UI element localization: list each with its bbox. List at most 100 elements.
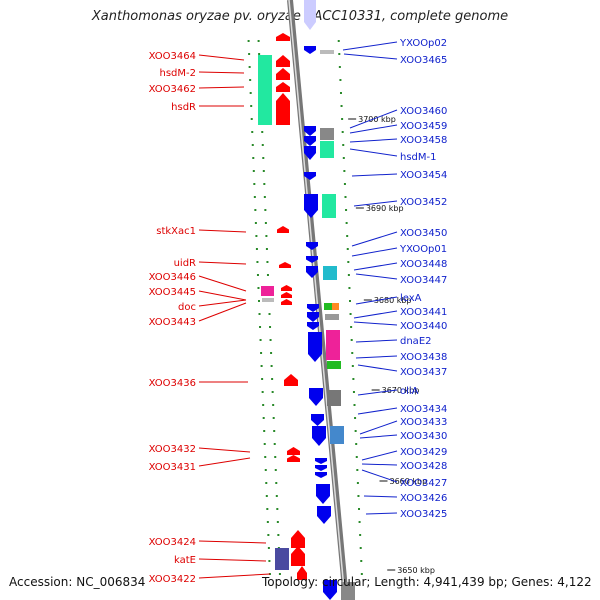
dot-mark [258, 300, 260, 302]
right-label[interactable]: lexA [400, 293, 422, 304]
right-label[interactable]: dnaE2 [400, 336, 432, 347]
left-label[interactable]: XOO3422 [149, 574, 196, 585]
gene-arrow[interactable] [309, 388, 323, 406]
gene-arrow[interactable] [281, 299, 292, 305]
gene-arrow[interactable] [315, 465, 327, 471]
right-label[interactable]: XOO3426 [400, 493, 447, 504]
gene-arrow[interactable] [317, 506, 331, 524]
right-label[interactable]: XOO3447 [400, 275, 447, 286]
left-label[interactable]: uidR [174, 258, 196, 269]
gene-arrow[interactable] [315, 458, 327, 464]
right-label[interactable]: XOO3437 [400, 367, 447, 378]
left-label[interactable]: doc [178, 302, 196, 313]
gene-arrow[interactable] [276, 55, 290, 67]
right-label[interactable]: XOO3427 [400, 478, 447, 489]
gene-arrow[interactable] [276, 68, 290, 80]
right-label[interactable]: hsdM-1 [400, 152, 437, 163]
gene-arrow[interactable] [304, 126, 316, 136]
block-xoo3465 [320, 50, 334, 54]
left-label[interactable]: XOO3424 [149, 537, 196, 548]
dot-mark [359, 547, 362, 549]
left-label[interactable]: XOO3443 [149, 317, 196, 328]
gene-arrow[interactable] [304, 46, 316, 54]
dot-mark [346, 235, 349, 237]
right-label[interactable]: YXOOp01 [399, 244, 447, 255]
right-label[interactable]: XOO3454 [400, 170, 447, 181]
dot-mark [341, 131, 344, 133]
right-label[interactable]: XOO3459 [400, 121, 447, 132]
gene-arrow[interactable] [315, 472, 327, 478]
dot-mark [356, 482, 359, 484]
right-label[interactable]: XOO3429 [400, 447, 447, 458]
gene-arrow[interactable] [287, 447, 300, 455]
gene-arrow[interactable] [312, 426, 326, 446]
left-label[interactable]: stkXac1 [156, 226, 196, 237]
right-label[interactable]: XOO3430 [400, 431, 447, 442]
dot-mark [338, 53, 341, 55]
gene-arrow[interactable] [279, 262, 291, 268]
topology-text: Topology: circular; Length: 4,941,439 bp… [262, 575, 592, 589]
left-label[interactable]: XOO3445 [149, 287, 196, 298]
dot-mark [254, 209, 257, 211]
gene-arrow[interactable] [304, 194, 318, 218]
gene-arrow[interactable] [284, 374, 298, 386]
dot-mark [249, 92, 252, 94]
gene-arrow[interactable] [311, 414, 324, 426]
right-label[interactable]: XOO3434 [400, 404, 447, 415]
left-label[interactable]: XOO3446 [149, 272, 196, 283]
left-label[interactable]: XOO3431 [149, 462, 196, 473]
gene-arrow[interactable] [297, 566, 307, 580]
callout-line [359, 420, 398, 435]
gene-arrow-light[interactable] [304, 0, 316, 30]
gene-arrow[interactable] [304, 136, 316, 146]
gene-arrow[interactable] [308, 332, 322, 362]
gene-arrow[interactable] [276, 82, 290, 92]
gene-arrow[interactable] [277, 226, 289, 233]
right-label[interactable]: oliA [400, 386, 419, 397]
right-label[interactable]: XOO3465 [400, 55, 447, 66]
right-label[interactable]: XOO3460 [400, 106, 447, 117]
right-label[interactable]: XOO3448 [400, 259, 447, 270]
gene-arrow[interactable] [276, 93, 290, 125]
dot-mark [276, 521, 279, 523]
gene-arrow[interactable] [307, 304, 319, 312]
callout-line [361, 469, 398, 483]
right-label[interactable]: XOO3433 [400, 417, 447, 428]
left-label[interactable]: XOO3464 [149, 51, 196, 62]
left-label[interactable]: XOO3432 [149, 444, 196, 455]
right-label[interactable]: XOO3428 [400, 461, 447, 472]
gene-arrow[interactable] [307, 322, 319, 330]
left-label[interactable]: hsdR [171, 102, 196, 113]
right-label[interactable]: XOO3458 [400, 135, 447, 146]
right-label[interactable]: XOO3450 [400, 228, 447, 239]
gene-arrow[interactable] [323, 580, 337, 600]
scale-tick-label: 3680 kbp [374, 296, 412, 305]
left-label[interactable]: katE [174, 555, 196, 566]
right-label[interactable]: XOO3440 [400, 321, 447, 332]
gene-arrow[interactable] [306, 266, 318, 278]
gene-arrow[interactable] [304, 146, 316, 160]
gene-arrow[interactable] [304, 172, 316, 180]
right-label[interactable]: XOO3438 [400, 352, 447, 363]
dot-mark [277, 534, 280, 536]
gene-arrow[interactable] [287, 455, 300, 462]
gene-arrow[interactable] [291, 530, 305, 548]
block-xoo3452 [322, 194, 336, 218]
left-label[interactable]: XOO3436 [149, 378, 196, 389]
gene-arrow[interactable] [291, 546, 305, 566]
right-label[interactable]: XOO3425 [400, 509, 447, 520]
gene-arrow[interactable] [307, 312, 319, 322]
gene-arrow[interactable] [316, 484, 330, 504]
right-label[interactable]: XOO3441 [400, 307, 447, 318]
gene-arrow[interactable] [281, 285, 292, 291]
right-label[interactable]: YXOOp02 [399, 38, 447, 49]
right-label[interactable]: XOO3452 [400, 197, 447, 208]
gene-arrow[interactable] [306, 242, 318, 250]
left-label[interactable]: XOO3462 [149, 84, 196, 95]
gene-arrow[interactable] [276, 33, 290, 41]
left-label[interactable]: hsdM-2 [160, 68, 197, 79]
gene-arrow[interactable] [306, 256, 318, 263]
gene-arrow[interactable] [281, 292, 292, 298]
